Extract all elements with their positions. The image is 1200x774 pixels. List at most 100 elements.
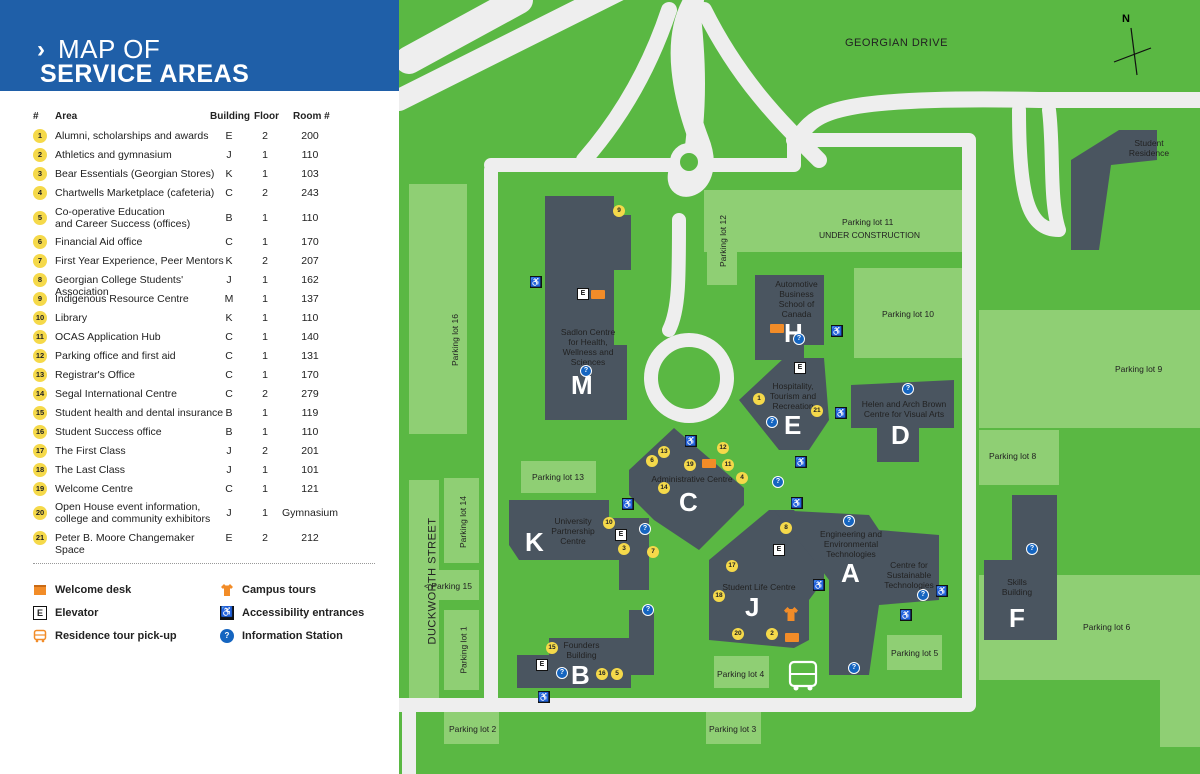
info-station-icon[interactable]: ?	[556, 667, 568, 679]
service-floor: 1	[262, 274, 268, 286]
label-parking-lot-9: Parking lot 9	[1115, 364, 1163, 374]
info-station-icon[interactable]: ?	[1026, 543, 1038, 555]
label-parking-lot-12: Parking lot 12	[717, 215, 728, 267]
map-pin-11[interactable]: 11	[722, 459, 734, 471]
building-C-name: Administrative Centre	[651, 474, 733, 484]
service-number-badge: 4	[33, 186, 47, 200]
title-banner: › MAP OF SERVICE AREAS	[0, 0, 399, 91]
map-pin-16[interactable]: 16	[596, 668, 608, 680]
map-pin-6[interactable]: 6	[646, 455, 658, 467]
service-building: K	[225, 168, 233, 180]
parking-lot-2-area	[444, 712, 499, 744]
map-pin-18[interactable]: 18	[713, 590, 725, 602]
service-building: M	[224, 293, 234, 305]
map-pin-19[interactable]: 19	[684, 459, 696, 471]
map-pin-1[interactable]: 1	[753, 393, 765, 405]
service-building: J	[226, 445, 232, 457]
map-pin-4[interactable]: 4	[736, 472, 748, 484]
wheelchair-icon[interactable]: ♿	[622, 498, 634, 510]
service-area: Parking office and first aid	[55, 350, 176, 362]
info-station-icon[interactable]: ?	[793, 333, 805, 345]
info-station-icon: ?	[220, 629, 234, 643]
info-station-icon[interactable]: ?	[766, 416, 778, 428]
service-building: B	[225, 407, 233, 419]
service-room: 103	[301, 168, 319, 180]
building-B-name: Founders Building	[563, 640, 600, 660]
elevator-icon: E	[794, 362, 806, 374]
service-building: J	[226, 149, 232, 161]
map-pin-15[interactable]: 15	[546, 642, 558, 654]
building-J-name: Student Life Centre	[722, 582, 796, 592]
parking-lot-11-area	[704, 190, 962, 252]
service-floor: 1	[262, 464, 268, 476]
service-area: Student health and dental insurance	[55, 407, 224, 419]
service-floor: 1	[262, 350, 268, 362]
map-pin-7[interactable]: 7	[647, 546, 659, 558]
welcome-desk-icon	[770, 324, 784, 333]
service-area: Co-operative Education and Career Succes…	[55, 206, 191, 230]
map-pin-14[interactable]: 14	[658, 482, 670, 494]
service-room: 170	[301, 236, 319, 248]
info-station-icon[interactable]: ?	[642, 604, 654, 616]
info-station-icon[interactable]: ?	[772, 476, 784, 488]
building-H-name: Automotive Business School of Canada	[775, 279, 818, 319]
bus-icon	[33, 629, 47, 643]
wheelchair-icon[interactable]: ♿	[791, 497, 803, 509]
elevator-icon: E	[577, 288, 589, 300]
map-pin-20[interactable]: 20	[732, 628, 744, 640]
info-station-icon[interactable]: ?	[843, 515, 855, 527]
service-number-badge: 9	[33, 292, 47, 306]
service-area: Athletics and gymnasium	[55, 149, 172, 161]
service-number-badge: 15	[33, 406, 47, 420]
service-number-badge: 19	[33, 482, 47, 496]
service-area: Chartwells Marketplace (cafeteria)	[55, 187, 215, 199]
building-F-name: Skills Building	[1001, 577, 1033, 597]
info-station-icon[interactable]: ?	[580, 365, 592, 377]
service-area: Segal International Centre	[55, 388, 177, 400]
label-parking-lot-5: Parking lot 5	[891, 648, 939, 658]
parking-lot-1-area	[444, 610, 479, 690]
building-J-shape	[709, 510, 824, 648]
service-floor: 1	[262, 407, 268, 419]
wheelchair-icon[interactable]: ♿	[831, 325, 843, 337]
wheelchair-icon[interactable]: ♿	[900, 609, 912, 621]
parking-lot-3-area	[706, 712, 761, 744]
service-room: 119	[301, 407, 319, 419]
wheelchair-icon[interactable]: ♿	[530, 276, 542, 288]
map-pin-17[interactable]: 17	[726, 560, 738, 572]
info-station-icon[interactable]: ?	[639, 523, 651, 535]
wheelchair-icon[interactable]: ♿	[835, 407, 847, 419]
wheelchair-icon[interactable]: ♿	[795, 456, 807, 468]
info-station-icon[interactable]: ?	[917, 589, 929, 601]
service-area: Georgian College Students' Association	[55, 274, 184, 298]
service-building: K	[225, 312, 233, 324]
service-number-badge: 18	[33, 463, 47, 477]
map-pin-21[interactable]: 21	[811, 405, 823, 417]
map-pin-3[interactable]: 3	[618, 543, 630, 555]
info-station-icon[interactable]: ?	[902, 383, 914, 395]
map-pin-10[interactable]: 10	[603, 517, 615, 529]
building-F-shape	[984, 495, 1057, 640]
campus-map[interactable]: GEORGIAN DRIVE DUCKWORTH STREET N Parkin…	[399, 0, 1200, 774]
wheelchair-icon[interactable]: ♿	[685, 435, 697, 447]
wheelchair-icon[interactable]: ♿	[813, 579, 825, 591]
map-pin-12[interactable]: 12	[717, 442, 729, 454]
elevator-icon: E	[773, 544, 785, 556]
building-K-name: University Partnership Centre	[551, 516, 595, 546]
wheelchair-icon[interactable]: ♿	[936, 585, 948, 597]
service-number-badge: 11	[33, 330, 47, 344]
map-pin-13[interactable]: 13	[658, 446, 670, 458]
building-H-shape	[755, 275, 824, 360]
service-number-badge: 12	[33, 349, 47, 363]
info-station-icon[interactable]: ?	[848, 662, 860, 674]
label-parking-lot-4: Parking lot 4	[717, 669, 765, 679]
service-floor: 1	[262, 331, 268, 343]
west-lot-strip	[409, 480, 439, 710]
map-pin-9[interactable]: 9	[613, 205, 625, 217]
map-pin-2[interactable]: 2	[766, 628, 778, 640]
map-pin-5[interactable]: 5	[611, 668, 623, 680]
wheelchair-icon[interactable]: ♿	[538, 691, 550, 703]
map-pin-8[interactable]: 8	[780, 522, 792, 534]
divider	[33, 563, 375, 564]
service-building: B	[225, 426, 233, 438]
